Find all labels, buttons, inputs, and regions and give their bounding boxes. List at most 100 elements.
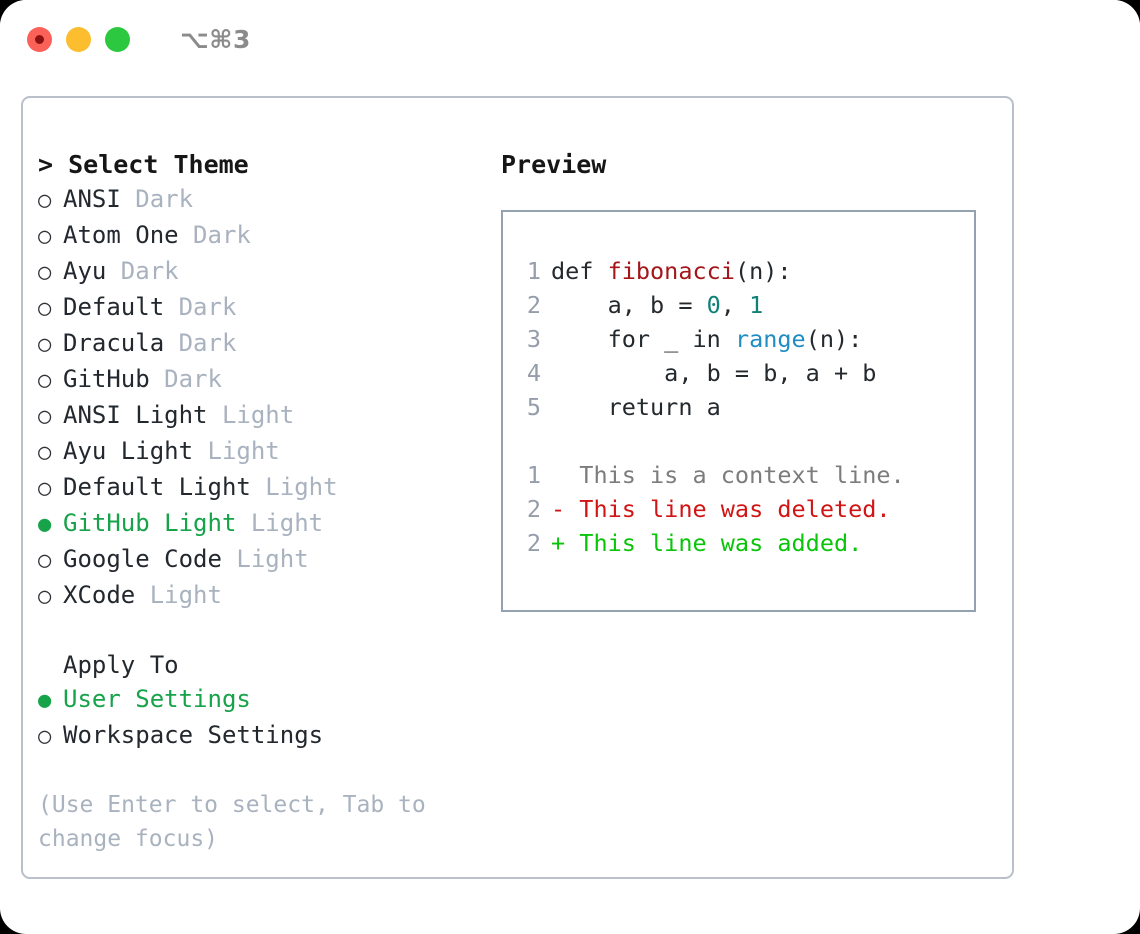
- radio-unselected-icon: ○: [38, 296, 52, 321]
- code-line: 2 a, b = 0, 1: [517, 288, 968, 322]
- diff-line-text: This is a context line.: [551, 458, 905, 492]
- code-token-num: 0: [706, 291, 721, 319]
- diff-line-ctx: 1 This is a context line.: [517, 458, 968, 492]
- theme-option-label: Google Code: [63, 545, 222, 573]
- close-button[interactable]: [27, 26, 52, 52]
- code-line-text: return a: [551, 390, 721, 424]
- apply-to-option-workspace-settings[interactable]: ○Workspace Settings: [38, 718, 498, 754]
- theme-option-default-light[interactable]: ○Default Light Light: [38, 470, 498, 506]
- main-panel: > Select Theme ○ANSI Dark○Atom One Dark○…: [21, 96, 1014, 879]
- radio-selected-icon: ●: [38, 512, 52, 537]
- code-token-plain: def: [551, 257, 608, 285]
- diff-marker: -: [551, 495, 580, 523]
- theme-option-label: ANSI Light: [63, 401, 208, 429]
- theme-option-kind: Dark: [149, 365, 222, 393]
- apply-to-option-list[interactable]: ●User Settings○Workspace Settings: [38, 682, 498, 754]
- radio-selected-icon: ●: [38, 688, 52, 713]
- code-token-plain: (n):: [805, 325, 863, 353]
- diff-line-add: 2 + This line was added.: [517, 526, 968, 560]
- apply-to-heading: Apply To: [63, 651, 179, 679]
- keyboard-hint-text: (Use Enter to select, Tab to change focu…: [38, 792, 440, 852]
- code-line-text: a, b = b, a + b: [551, 356, 876, 390]
- code-diff-gap: [517, 424, 968, 458]
- code-token-call: range: [734, 325, 806, 353]
- diff-text: This is a context line.: [579, 461, 905, 489]
- select-theme-heading: > Select Theme: [38, 150, 249, 179]
- theme-option-google-code[interactable]: ○Google Code Light: [38, 542, 498, 578]
- radio-unselected-icon: ○: [38, 260, 52, 285]
- theme-option-label: Ayu Light: [63, 437, 194, 465]
- code-line-number: 3: [526, 325, 541, 353]
- code-line-text: for _ in range(n):: [551, 322, 863, 356]
- theme-option-kind: Dark: [106, 257, 179, 285]
- code-token-plain: (n):: [734, 257, 792, 285]
- code-token-plain: for _ in: [551, 325, 735, 353]
- theme-option-ansi-light[interactable]: ○ ANSI Light Light: [38, 398, 498, 434]
- theme-option-ansi[interactable]: ○ANSI Dark: [38, 182, 498, 218]
- diff-line-number: 2: [526, 495, 541, 523]
- theme-option-kind: Dark: [164, 293, 237, 321]
- theme-option-list[interactable]: ○ANSI Dark○Atom One Dark○Ayu Dark○Defaul…: [38, 182, 498, 614]
- zoom-button[interactable]: [105, 26, 130, 52]
- theme-option-ayu[interactable]: ○Ayu Dark: [38, 254, 498, 290]
- traffic-light-group: [27, 26, 130, 52]
- diff-text: This line was deleted.: [579, 495, 891, 523]
- code-line-number: 1: [526, 257, 541, 285]
- radio-unselected-icon: ○: [38, 188, 52, 213]
- list-spacer: [38, 614, 498, 648]
- diff-line-number: 1: [526, 461, 541, 489]
- theme-option-atom-one[interactable]: ○Atom One Dark: [38, 218, 498, 254]
- radio-unselected-icon: ○: [38, 404, 52, 429]
- theme-option-default[interactable]: ○Default Dark: [38, 290, 498, 326]
- theme-option-label: GitHub Light: [63, 509, 237, 537]
- diff-marker: [551, 461, 579, 489]
- theme-option-xcode[interactable]: ○ XCode Light: [38, 578, 498, 614]
- keyboard-shortcut-label: ⌥⌘3: [180, 24, 251, 54]
- preview-heading: Preview: [501, 150, 607, 179]
- code-line-number: 4: [526, 359, 541, 387]
- code-line-number: 5: [526, 393, 541, 421]
- theme-option-kind: Dark: [164, 329, 237, 357]
- radio-unselected-icon: ○: [38, 368, 52, 393]
- code-line: 4 a, b = b, a + b: [517, 356, 968, 390]
- theme-option-github[interactable]: ○ GitHub Dark: [38, 362, 498, 398]
- theme-option-kind: Light: [207, 401, 295, 429]
- theme-option-kind: Light: [135, 581, 222, 609]
- apply-to-option-user-settings[interactable]: ●User Settings: [38, 682, 498, 718]
- minimize-button[interactable]: [66, 26, 91, 52]
- code-token-num: 1: [749, 291, 764, 319]
- diff-marker: +: [551, 529, 580, 557]
- code-line: 3 for _ in range(n):: [517, 322, 968, 356]
- code-token-plain: a, b =: [551, 291, 707, 319]
- radio-unselected-icon: ○: [38, 724, 52, 749]
- code-token-plain: ,: [720, 291, 750, 319]
- code-line-text: a, b = 0, 1: [551, 288, 764, 322]
- theme-option-ayu-light[interactable]: ○Ayu Light Light: [38, 434, 498, 470]
- code-line-number: 2: [526, 291, 541, 319]
- radio-unselected-icon: ○: [38, 584, 52, 609]
- diff-line-text: - This line was deleted.: [551, 492, 891, 526]
- radio-unselected-icon: ○: [38, 224, 52, 249]
- radio-unselected-icon: ○: [38, 332, 52, 357]
- theme-option-kind: Dark: [178, 221, 251, 249]
- theme-option-kind: Light: [221, 545, 309, 573]
- diff-sample: 1 This is a context line.2- This line wa…: [517, 458, 968, 560]
- theme-option-kind: Light: [193, 437, 280, 465]
- code-token-plain: return a: [551, 393, 721, 421]
- hint-spacer: [38, 754, 498, 788]
- theme-option-label: Default Light: [63, 473, 251, 501]
- diff-line-number: 2: [526, 529, 541, 557]
- theme-option-kind: Light: [250, 473, 338, 501]
- theme-option-github-light[interactable]: ●GitHub Light Light: [38, 506, 498, 542]
- code-line: 5 return a: [517, 390, 968, 424]
- theme-option-label: XCode: [63, 581, 136, 609]
- theme-option-dracula[interactable]: ○ Dracula Dark: [38, 326, 498, 362]
- theme-option-label: GitHub: [63, 365, 150, 393]
- diff-line-text: + This line was added.: [551, 526, 862, 560]
- theme-option-label: Dracula: [63, 329, 165, 357]
